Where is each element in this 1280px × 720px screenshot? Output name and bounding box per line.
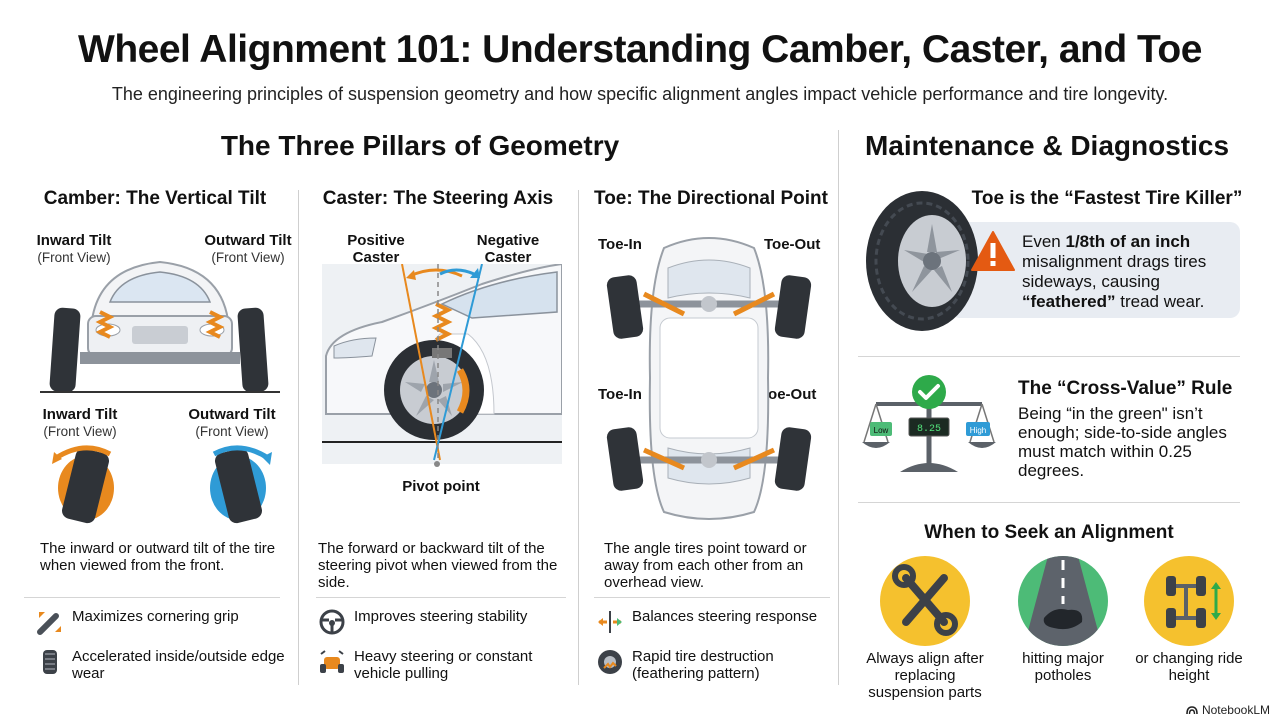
tire-icon — [866, 191, 978, 331]
cross-value-text: Being “in the green" isn’t enough; side-… — [1018, 404, 1227, 480]
toe-description: The angle tires point toward or away fro… — [604, 540, 807, 591]
divider — [24, 597, 280, 598]
caster-description: The forward or backward tilt of the stee… — [318, 540, 558, 591]
tire-wear-icon — [43, 650, 57, 674]
toe-pro: Balances steering response — [596, 608, 832, 636]
caster-pro: Improves steering stability — [318, 608, 574, 636]
maintenance-heading: Maintenance & Diagnostics — [864, 130, 1230, 161]
page-title: Wheel Alignment 101: Understanding Cambe… — [78, 28, 1202, 71]
when-item-label: or changing ride height — [1135, 650, 1243, 684]
when-item-label: hitting major potholes — [1022, 650, 1104, 684]
toe-killer-title: Toe is the “Fastest Tire Killer” — [971, 188, 1243, 209]
wrench-icon — [880, 556, 970, 646]
camber-inward-label-2: Inward Tilt(Front View) — [42, 406, 118, 439]
notebooklm-logo-icon — [1186, 706, 1198, 715]
cornering-grip-icon — [37, 612, 61, 635]
warning-icon — [971, 231, 1015, 271]
divider — [578, 190, 579, 685]
pillars-heading: The Three Pillars of Geometry — [220, 130, 620, 161]
toe-title: Toe: The Directional Point — [594, 188, 828, 209]
camber-pro: Maximizes cornering grip — [36, 608, 286, 636]
caster-con: Heavy steering or constant vehicle pulli… — [318, 648, 574, 682]
camber-description: The inward or outward tilt of the tire w… — [40, 540, 276, 574]
when-title: When to Seek an Alignment — [924, 522, 1174, 543]
camber-front-view-illustration — [40, 260, 280, 393]
divider — [858, 502, 1240, 503]
camber-title: Camber: The Vertical Tilt — [43, 188, 267, 209]
scale-low-label: Low — [874, 426, 889, 435]
divider — [858, 356, 1240, 357]
when-item-label: Always align after replacing suspension … — [866, 650, 984, 701]
vehicle-pulling-icon — [320, 650, 344, 673]
scale-high-label: High — [970, 426, 986, 435]
camber-outward-label-2: Outward Tilt(Front View) — [188, 406, 276, 439]
outward-tilt-tire-icon — [210, 445, 272, 524]
camber-con: Accelerated inside/outside edge wear — [36, 648, 286, 682]
divider — [298, 190, 299, 685]
divider — [594, 597, 830, 598]
toe-con: Rapid tire destruction (feathering patte… — [596, 648, 832, 682]
divider — [838, 130, 839, 685]
balance-arrows-icon — [598, 611, 622, 633]
toe-in-label-rear: Toe-In — [598, 386, 642, 403]
scale-reading: 8.25 — [917, 424, 941, 435]
camber-outward-label: Outward Tilt(Front View) — [204, 232, 292, 265]
divider — [316, 597, 566, 598]
steering-wheel-icon — [319, 609, 345, 635]
inward-tilt-tire-icon — [52, 445, 114, 524]
toe-overhead-illustration — [606, 237, 812, 520]
toe-out-label-front: Toe-Out — [764, 236, 821, 253]
toe-out-label-rear: Toe-Out — [760, 386, 817, 403]
footer-brand: NotebookLM — [1186, 703, 1270, 717]
pothole-icon — [1018, 556, 1108, 646]
toe-killer-text: Even 1/8th of an inch misalignment drags… — [1022, 232, 1207, 311]
negative-caster-label: Negative Caster — [476, 232, 540, 266]
positive-caster-label: Positive Caster — [347, 232, 405, 266]
tire-destruction-icon — [598, 650, 622, 674]
camber-inward-label: Inward Tilt(Front View) — [36, 232, 112, 265]
toe-in-label-front: Toe-In — [598, 236, 642, 253]
balance-scale-icon: Low High 8.25 — [862, 375, 996, 472]
cross-value-title: The “Cross-Value” Rule — [1018, 378, 1233, 399]
page-subtitle: The engineering principles of suspension… — [111, 84, 1169, 104]
pivot-point-label: Pivot point — [402, 478, 480, 495]
caster-side-view-illustration — [322, 264, 562, 467]
caster-title: Caster: The Steering Axis — [322, 188, 554, 209]
ride-height-icon — [1144, 556, 1234, 646]
suspension-spring-icon — [95, 310, 225, 339]
